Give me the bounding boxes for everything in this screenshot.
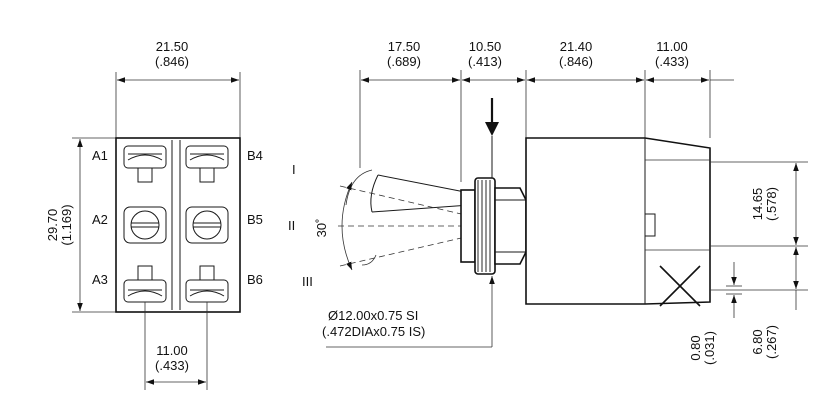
terminal-label-a2: A2	[92, 212, 108, 227]
terminal-label-b6: B6	[247, 272, 263, 287]
dim-14-65-inch: (.578)	[764, 187, 779, 221]
dim-0-80-inch: (.031)	[702, 331, 717, 365]
dim-11-00-mm: 11.00	[656, 39, 688, 54]
front-view: 21.50 (.846) 29.70 (1.169)	[45, 39, 263, 390]
dim-11-00-inch: (.433)	[655, 54, 689, 69]
dim-6-80-inch: (.267)	[764, 325, 779, 359]
dim-21-40-inch: (.846)	[559, 54, 593, 69]
pitch-dim-inch: (.433)	[155, 358, 189, 373]
terminal-a2	[123, 206, 167, 244]
lever-outline-upper	[370, 174, 379, 213]
side-view: 17.50 (.689) 10.50 (.413) 21.40 (.846) 1…	[288, 39, 808, 365]
terminal-label-b5: B5	[247, 212, 263, 227]
knurl-pattern	[477, 180, 491, 272]
switch-housing-front	[115, 137, 241, 313]
terminal-b4	[185, 145, 229, 183]
thread-spec-metric: Ø12.00x0.75 SI	[328, 308, 418, 323]
dim-17-50-inch: (.689)	[387, 54, 421, 69]
switch-body-side	[525, 137, 711, 305]
position-label-ii: II	[288, 218, 295, 233]
dim-10-50-mm: 10.50	[469, 39, 502, 54]
angle-arc	[341, 181, 353, 271]
side-tab	[644, 213, 656, 237]
terminal-b5	[185, 206, 229, 244]
position-label-i: I	[292, 162, 296, 177]
position-i-line	[339, 185, 471, 217]
dim-17-50-mm: 17.50	[388, 39, 421, 54]
dim-21-40-mm: 21.40	[560, 39, 593, 54]
thread-spec-imperial: (.472DIAx0.75 IS)	[322, 324, 425, 339]
dim-0-80-mm: 0.80	[688, 335, 703, 360]
width-dim-inch: (.846)	[155, 54, 189, 69]
terminal-a1	[123, 145, 167, 183]
terminal-label-b4: B4	[247, 148, 263, 163]
pitch-dim-mm: 11.00	[156, 343, 188, 358]
bushing	[460, 189, 476, 263]
height-dim-mm: 29.70	[45, 209, 60, 242]
dim-10-50-inch: (.413)	[468, 54, 502, 69]
position-label-iii: III	[302, 274, 313, 289]
mounting-direction-arrow-icon	[485, 98, 499, 136]
dim-6-80-mm: 6.80	[750, 329, 765, 354]
width-dim-mm: 21.50	[156, 39, 189, 54]
angle-label: 30˚	[314, 219, 329, 238]
hex-nut	[494, 187, 527, 265]
terminal-label-a1: A1	[92, 148, 108, 163]
terminal-x-mark-icon	[659, 265, 701, 307]
dim-14-65-mm: 14.65	[750, 188, 765, 221]
position-iii-line	[339, 235, 471, 267]
height-dim-inch: (1.169)	[59, 204, 74, 245]
terminal-label-a3: A3	[92, 272, 108, 287]
